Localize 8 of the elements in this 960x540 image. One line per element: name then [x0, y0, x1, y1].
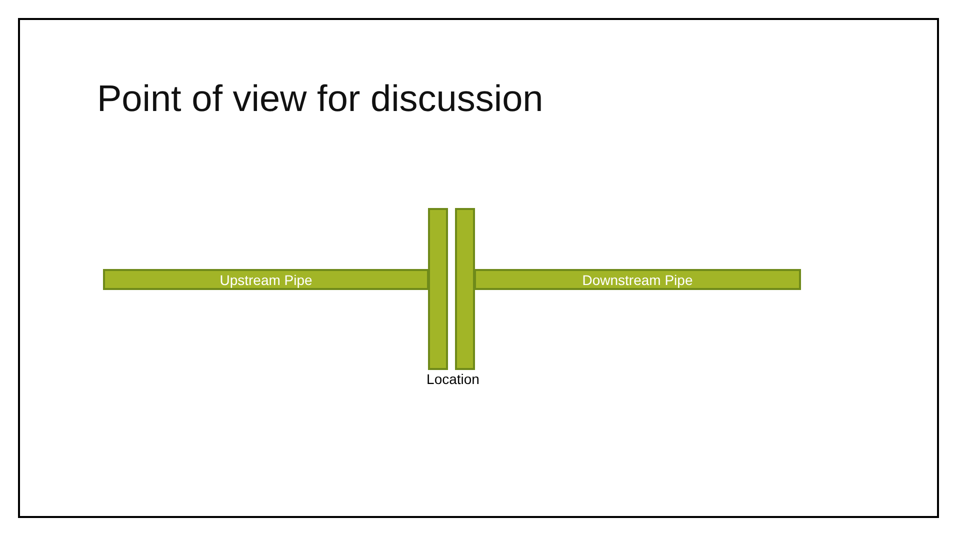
title: Point of view for discussion: [97, 78, 544, 120]
pipe-bar: [474, 269, 801, 290]
pipe-label: Downstream Pipe: [582, 272, 693, 288]
flange-bar: [428, 208, 448, 370]
location-label: Location: [426, 371, 480, 387]
flange-bar: [455, 208, 475, 370]
pipe-label: Upstream Pipe: [220, 272, 312, 288]
pipe-bar: [103, 269, 429, 290]
